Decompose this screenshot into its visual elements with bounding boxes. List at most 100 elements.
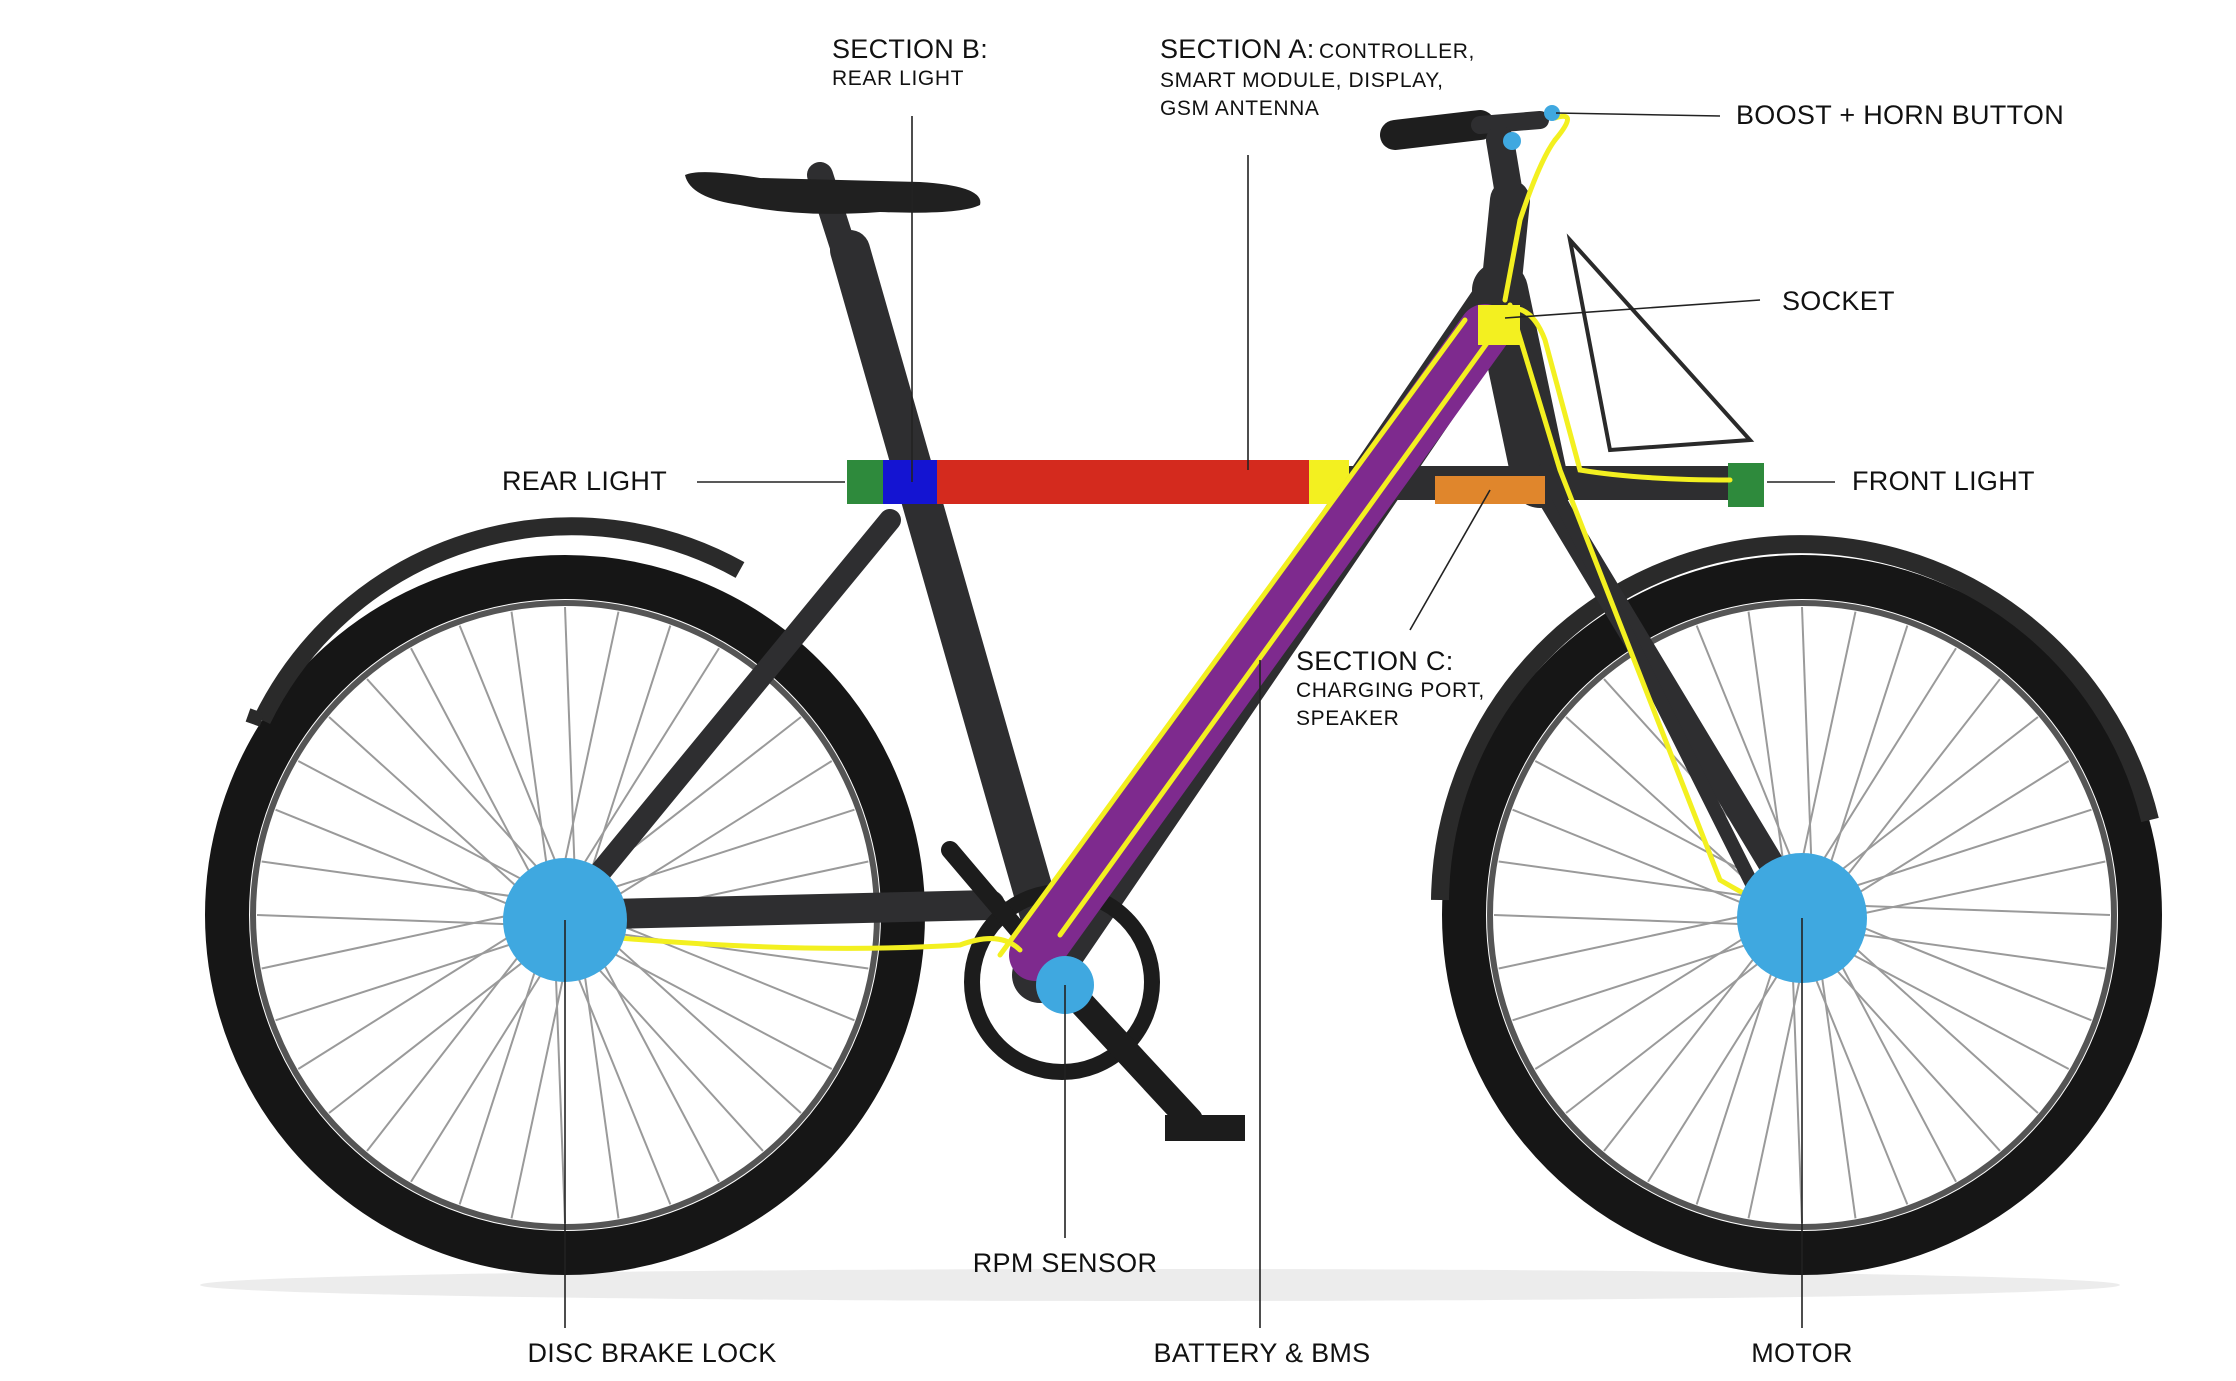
spoke [1817,951,1857,1219]
spoke [1824,716,2039,884]
spoke [256,914,527,926]
spoke [1841,860,2106,919]
spoke [1512,808,1763,912]
boost-button-dot [1503,132,1521,150]
spoke [580,951,620,1219]
spoke [1801,606,1813,877]
spoke [297,760,537,888]
spoke [1833,678,2001,893]
section-b-line1: REAR LIGHT [832,67,965,90]
spoke [554,953,566,1224]
spoke [1534,760,1774,888]
battery-bms-label: BATTERY & BMS [1153,1338,1371,1368]
rear-fender [253,517,745,724]
front-light-block [1728,463,1764,507]
spoke [568,954,672,1205]
spoke [510,954,569,1219]
spoke [592,943,720,1183]
spoke [1841,918,2092,1022]
section-c-line1: CHARGING PORT, [1296,679,1485,702]
disc-brake-lock-label: DISC BRAKE LOCK [527,1338,777,1368]
spoke [1603,937,1771,1152]
spoke [1695,625,1799,876]
spoke [458,625,562,876]
leader-lines [564,112,1835,1328]
battery-pack [1009,304,1511,981]
spoke [510,611,550,879]
spoke [1838,930,2106,970]
spoke [275,808,526,912]
handlebar [1380,110,1549,214]
spoke [1837,931,2039,1114]
spoke [1565,716,1767,899]
spoke [604,918,855,1022]
spoke [297,924,528,1070]
spoke [366,678,549,880]
spoke [261,860,529,900]
section-a-line1: CONTROLLER, [1319,40,1475,63]
spoke [602,760,833,906]
front-light-label: FRONT LIGHT [1852,466,2035,496]
spoke [1498,860,1766,900]
spoke [564,606,576,877]
spoke [597,808,855,894]
section-b-block [883,460,937,504]
spoke [410,647,538,887]
spoke [600,931,802,1114]
section-b-title: SECTION B: [832,34,989,64]
spoke [1747,954,1806,1219]
front-carrier [1566,233,1755,453]
front-fender [1431,535,2159,901]
spoke [1565,946,1780,1114]
spoke [366,937,534,1152]
spoke [1818,950,2001,1152]
section-c-title: SECTION C: [1296,646,1454,676]
spoke [561,611,620,876]
spoke [275,936,533,1022]
boost-horn-label: BOOST + HORN BUTTON [1736,100,2064,130]
saddle [685,172,981,214]
spoke [1829,943,1957,1183]
spoke [1791,953,1803,1224]
spoke [1493,914,1764,926]
wiring-harness [582,113,1803,958]
spoke [1747,611,1787,879]
spoke [1834,808,2092,894]
section-a-title: SECTION A: [1160,34,1315,64]
spoke [1823,625,1909,883]
section-a-block [937,460,1309,504]
spoke [1798,611,1857,876]
rear-light-label: REAR LIGHT [502,466,668,496]
socket-connector [1478,305,1520,345]
rpm-sensor-label: RPM SENSOR [972,1248,1158,1278]
spoke [1805,954,1909,1205]
spoke [593,942,833,1070]
section-a-label: SECTION A: CONTROLLER, [1160,36,1475,63]
spoke [581,950,764,1152]
spoke [1840,904,2111,916]
horn-button-dot [1544,105,1560,121]
spoke [586,625,672,883]
spoke [1647,952,1793,1183]
ground-shadow [200,1269,2120,1301]
spoke [1695,947,1781,1205]
spoke [574,647,720,878]
socket-label: SOCKET [1782,286,1895,316]
spoke [1534,924,1765,1070]
spoke [410,952,556,1183]
spoke [1811,647,1957,878]
spoke [328,716,530,899]
section-c-line2: SPEAKER [1296,707,1400,730]
spoke [458,947,544,1205]
section-a-line2: SMART MODULE, DISPLAY, [1160,69,1444,92]
spoke [261,911,526,970]
spoke [1830,942,2070,1070]
bike-frame [550,162,1815,1005]
spoke [1839,760,2070,906]
section-a-line3: GSM ANTENNA [1160,97,1320,120]
rear-light-block [847,460,883,504]
spoke [328,946,543,1114]
spoke [1512,936,1770,1022]
spoke [1498,911,1763,970]
